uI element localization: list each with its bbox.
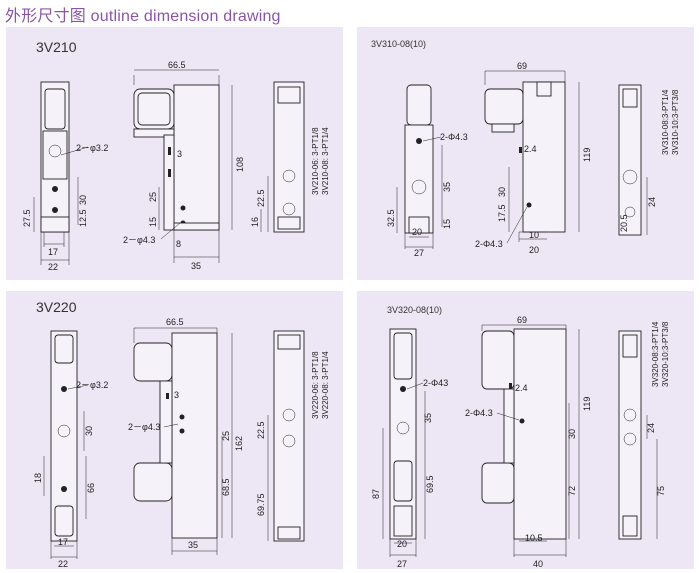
dim-162: 162 bbox=[234, 436, 244, 451]
port-spec-06: 3V220-06: 3-PT1/8 bbox=[311, 351, 320, 419]
port-spec-08: 3V320-08:3-PT1/4 bbox=[651, 321, 660, 387]
dim-27: 27 bbox=[397, 559, 407, 569]
dim-40: 40 bbox=[533, 559, 543, 569]
dim-24: 24 bbox=[647, 197, 657, 207]
dim-phi43b: 2-Φ4.3 bbox=[465, 408, 493, 418]
panel-3v310: 3V310-08(10) 2-Φ4.3 35 32.5 15 20 27 bbox=[357, 27, 694, 280]
dim-30: 30 bbox=[567, 429, 577, 439]
dim-phi43b: 2-Φ4.3 bbox=[475, 239, 503, 249]
port-spec-08: 3V210-08: 3-PT1/4 bbox=[321, 127, 330, 195]
dim-20b: 20 bbox=[529, 245, 539, 255]
page-title: 外形尺寸图 outline dimension drawing bbox=[5, 8, 281, 25]
port-view bbox=[618, 84, 648, 236]
side-view bbox=[481, 324, 580, 557]
dim-phi32: 2－φ3.2 bbox=[76, 380, 108, 390]
dim-30: 30 bbox=[84, 426, 94, 436]
dim-3: 3 bbox=[177, 149, 182, 159]
port-view bbox=[260, 81, 305, 233]
front-view bbox=[382, 328, 426, 557]
dim-69_75: 69.75 bbox=[256, 493, 266, 516]
port-spec-08: 3V310-08:3-PT1/4 bbox=[661, 89, 670, 155]
dim-87: 87 bbox=[371, 489, 381, 499]
dim-17: 17 bbox=[58, 537, 68, 547]
drawing-3v310: 2-Φ4.3 35 32.5 15 20 27 69 119 2.4 17.5 … bbox=[386, 61, 680, 258]
dim-35: 35 bbox=[188, 540, 198, 550]
dim-30: 30 bbox=[497, 187, 507, 197]
dim-66: 66 bbox=[86, 483, 96, 493]
panel-title-3v210: 3V210 bbox=[36, 39, 77, 55]
dim-18: 18 bbox=[33, 473, 43, 483]
dim-25: 25 bbox=[221, 431, 231, 441]
front-view bbox=[43, 330, 87, 559]
port-spec-10: 3V320-10:3-PT3/8 bbox=[661, 321, 670, 387]
dim-32_5: 32.5 bbox=[386, 209, 396, 227]
dim-22_5: 22.5 bbox=[256, 421, 266, 439]
dim-68_5: 68.5 bbox=[221, 478, 231, 496]
dim-2_4: 2.4 bbox=[515, 383, 528, 393]
dim-phi43a: 2-Φ4.3 bbox=[440, 132, 468, 142]
dim-phi32: 2－φ3.2 bbox=[76, 143, 108, 153]
dim-75: 75 bbox=[656, 486, 666, 496]
dim-10_5: 10.5 bbox=[525, 533, 543, 543]
side-view bbox=[133, 327, 233, 555]
port-spec-10: 3V310-10:3-PT3/8 bbox=[671, 89, 680, 155]
dim-69_5: 69.5 bbox=[425, 475, 435, 493]
dim-72: 72 bbox=[567, 486, 577, 496]
port-spec-08: 3V220-08: 3-PT1/4 bbox=[321, 351, 330, 419]
panel-title-3v220: 3V220 bbox=[36, 299, 77, 315]
dim-8: 8 bbox=[176, 239, 181, 249]
dim-20: 20 bbox=[397, 539, 407, 549]
side-view bbox=[133, 69, 233, 263]
dim-22_5: 22.5 bbox=[256, 189, 266, 207]
dim-30: 30 bbox=[78, 195, 88, 205]
panel-title-3v320: 3V320-08(10) bbox=[387, 305, 443, 315]
front-view bbox=[40, 81, 70, 265]
dim-35: 35 bbox=[442, 182, 452, 192]
dim-27: 27 bbox=[414, 248, 424, 258]
panel-3v220: 3V220 2－φ3.2 30 18 66 17 22 bbox=[6, 291, 343, 569]
dim-119: 119 bbox=[582, 148, 592, 162]
dim-22: 22 bbox=[58, 559, 68, 569]
dim-66_5: 66.5 bbox=[168, 60, 186, 70]
dim-22: 22 bbox=[48, 262, 58, 272]
dim-27_5: 27.5 bbox=[22, 209, 32, 227]
drawing-3v220: 2－φ3.2 30 18 66 17 22 66.5 3 2－φ4.3 25 bbox=[33, 317, 330, 569]
dim-20_5: 20.5 bbox=[619, 214, 629, 232]
dim-66_5: 66.5 bbox=[166, 317, 184, 327]
dim-24: 24 bbox=[646, 423, 656, 433]
dim-phi43: 2－φ4.3 bbox=[128, 422, 160, 432]
dim-35: 35 bbox=[191, 261, 201, 271]
dim-15: 15 bbox=[148, 217, 158, 227]
dim-15: 15 bbox=[442, 219, 452, 229]
dim-119: 119 bbox=[582, 397, 592, 411]
panel-title-3v310: 3V310-08(10) bbox=[371, 39, 427, 49]
port-view bbox=[267, 330, 305, 542]
dim-3: 3 bbox=[174, 390, 179, 400]
front-view bbox=[396, 84, 443, 249]
dim-17_5: 17.5 bbox=[497, 204, 507, 222]
dim-69: 69 bbox=[517, 315, 527, 325]
dim-35: 35 bbox=[423, 413, 433, 423]
dim-69: 69 bbox=[517, 61, 527, 71]
port-spec-06: 3V210-06: 3-PT1/8 bbox=[311, 127, 320, 195]
dim-17: 17 bbox=[48, 247, 58, 257]
drawing-3v320: 2-Φ43 35 87 69.5 20 27 69 119 2.4 2- bbox=[371, 315, 670, 569]
port-view bbox=[618, 330, 658, 540]
panel-3v210: 3V210 17 22 2－φ3.2 30 12.5 27.5 bbox=[6, 27, 343, 280]
dim-10: 10 bbox=[529, 230, 539, 240]
dim-108: 108 bbox=[235, 157, 245, 172]
dim-12_5: 12.5 bbox=[78, 209, 88, 227]
dim-25: 25 bbox=[148, 192, 158, 202]
side-view bbox=[484, 70, 580, 242]
dim-20: 20 bbox=[412, 227, 422, 237]
panel-3v320: 3V320-08(10) 2-Φ43 35 87 69.5 20 27 bbox=[357, 291, 694, 569]
drawing-3v210: 17 22 2－φ3.2 30 12.5 27.5 bbox=[22, 60, 330, 272]
dim-16: 16 bbox=[250, 217, 260, 227]
dim-phi43: 2－φ4.3 bbox=[123, 235, 155, 245]
dim-phi43a: 2-Φ43 bbox=[423, 378, 448, 388]
dim-2_4: 2.4 bbox=[524, 144, 537, 154]
